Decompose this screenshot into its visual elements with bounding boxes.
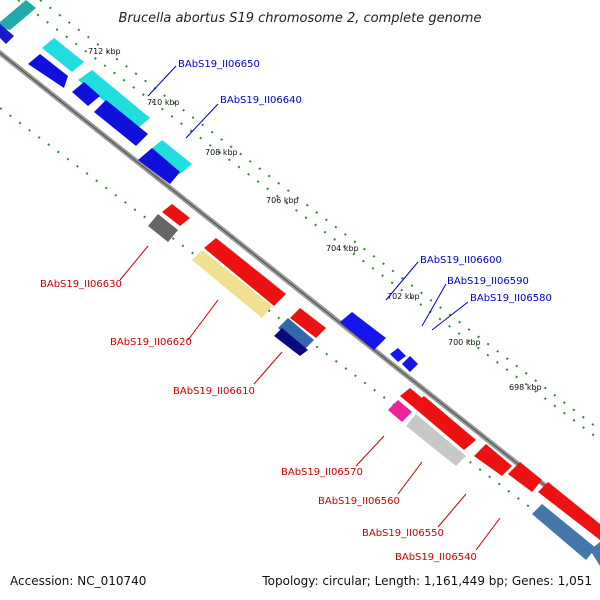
forward-callout-lines bbox=[147, 65, 469, 331]
gene-arrow bbox=[150, 140, 192, 174]
gene-arrow bbox=[0, 0, 36, 30]
gene-arrow bbox=[138, 148, 180, 184]
gene-label: BAbS19_II06540 bbox=[395, 552, 477, 563]
gene-arrow bbox=[388, 400, 412, 422]
gene-arrow bbox=[590, 542, 600, 566]
gene-arrow bbox=[412, 396, 476, 450]
gene-arrow bbox=[474, 444, 512, 476]
gene-arrow bbox=[204, 238, 286, 306]
gene-arrow bbox=[532, 504, 596, 560]
guide-lines bbox=[0, 0, 600, 561]
gene-label: BAbS19_II06550 bbox=[362, 528, 444, 539]
tick-label: 702 kbp bbox=[387, 292, 420, 301]
gene-arrow bbox=[400, 388, 422, 406]
gene-arrow bbox=[402, 356, 418, 372]
reverse-genes bbox=[148, 204, 600, 566]
gene-label: BAbS19_II06560 bbox=[318, 496, 400, 507]
gene-arrow bbox=[390, 348, 406, 362]
gene-label: BAbS19_II06650 bbox=[178, 59, 260, 70]
gene-arrow bbox=[406, 414, 466, 466]
reverse-gene-labels: BAbS19_II06630 BAbS19_II06620 BAbS19_II0… bbox=[40, 279, 477, 563]
summary-text: Topology: circular; Length: 1,161,449 bp… bbox=[261, 574, 592, 588]
gene-label: BAbS19_II06640 bbox=[220, 95, 302, 106]
forward-gene-labels: BAbS19_II06650 BAbS19_II06640 BAbS19_II0… bbox=[178, 59, 552, 304]
gene-arrow bbox=[274, 328, 308, 356]
genome-backbone bbox=[0, 49, 600, 533]
gene-label: BAbS19_II06620 bbox=[110, 337, 192, 348]
tick-label: 712 kbp bbox=[88, 47, 121, 56]
accession-text: Accession: NC_010740 bbox=[10, 574, 146, 588]
tick-label: 706 kbp bbox=[266, 196, 299, 205]
tick-labels: 712 kbp 710 kbp 708 kbp 706 kbp 704 kbp … bbox=[88, 47, 542, 392]
gene-label: BAbS19_II06590 bbox=[447, 276, 529, 287]
gene-arrow bbox=[290, 308, 326, 338]
gene-arrow bbox=[508, 462, 542, 492]
tick-label: 708 kbp bbox=[205, 148, 238, 157]
map-title: Brucella abortus S19 chromosome 2, compl… bbox=[119, 11, 482, 26]
gene-label: BAbS19_II06610 bbox=[173, 386, 255, 397]
tick-label: 700 kbp bbox=[448, 338, 481, 347]
gene-arrow bbox=[192, 250, 272, 318]
gene-label: BAbS19_II06580 bbox=[470, 293, 552, 304]
gene-arrow bbox=[78, 70, 150, 128]
gene-arrow bbox=[94, 100, 148, 146]
gene-arrow bbox=[28, 54, 68, 88]
gene-arrow bbox=[0, 24, 14, 44]
tick-label: 704 kbp bbox=[326, 244, 359, 253]
tick-label: 698 kbp bbox=[509, 383, 542, 392]
gene-arrow bbox=[148, 214, 178, 242]
tick-label: 710 kbp bbox=[147, 98, 180, 107]
gene-label: BAbS19_II06600 bbox=[420, 255, 502, 266]
gene-arrow bbox=[42, 38, 84, 72]
gene-arrow bbox=[538, 482, 600, 540]
gene-arrow bbox=[162, 204, 190, 226]
reverse-callout-lines bbox=[119, 245, 501, 551]
gene-label: BAbS19_II06630 bbox=[40, 279, 122, 290]
gene-label: BAbS19_II06570 bbox=[281, 467, 363, 478]
gene-arrow bbox=[278, 318, 314, 350]
forward-genes bbox=[0, 0, 418, 372]
gene-arrow bbox=[72, 82, 100, 106]
gene-arrow bbox=[340, 312, 386, 350]
